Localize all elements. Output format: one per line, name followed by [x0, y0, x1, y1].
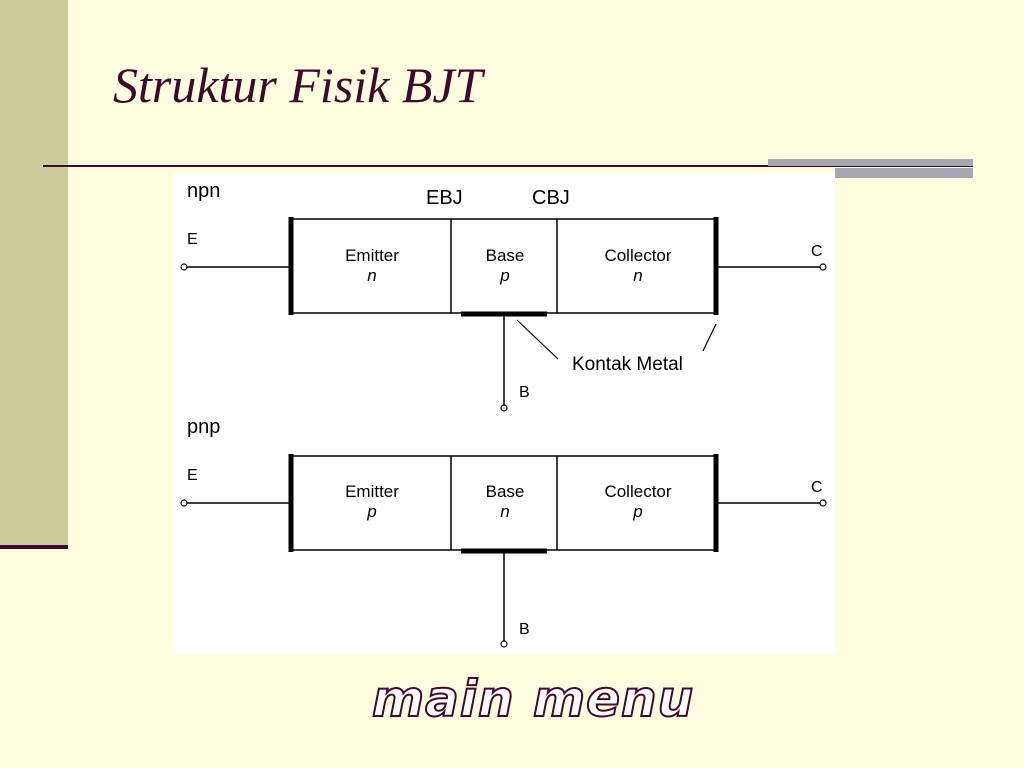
main-menu-link[interactable]: main menu — [371, 669, 695, 729]
pnp-base-terminal — [500, 640, 508, 648]
title-divider — [43, 165, 973, 167]
pnp-collector-terminal — [819, 499, 827, 507]
pnp-collector-type: p — [632, 502, 642, 521]
npn-emitter-label: Emitter — [345, 246, 399, 265]
pnp-emitter-type: p — [366, 502, 376, 521]
slide-title: Struktur Fisik BJT — [113, 57, 483, 113]
sidebar-underline — [0, 545, 68, 549]
npn-emitter-terminal — [180, 263, 188, 271]
npn-c-label: C — [811, 243, 823, 260]
npn-structure: npn EBJ CBJ Emitter n Base p Collector n… — [180, 180, 827, 412]
npn-e-label: E — [187, 231, 198, 248]
bjt-structure-diagram: npn EBJ CBJ Emitter n Base p Collector n… — [173, 174, 835, 654]
npn-collector-label: Collector — [604, 246, 671, 265]
bjt-diagram-svg: npn EBJ CBJ Emitter n Base p Collector n… — [180, 180, 827, 648]
divider-accent-bottom — [835, 168, 973, 178]
pnp-b-label: B — [519, 621, 530, 638]
metal-contact-pointer-base — [516, 319, 559, 360]
pnp-base-type: n — [500, 502, 509, 521]
cbj-label: CBJ — [532, 187, 570, 209]
npn-base-label: Base — [486, 246, 525, 265]
npn-base-type: p — [499, 266, 509, 285]
pnp-structure: pnp Emitter p Base n Collector p E C B — [180, 416, 827, 648]
npn-emitter-type: n — [367, 266, 376, 285]
npn-collector-type: n — [633, 266, 642, 285]
metal-contact-label: Kontak Metal — [572, 354, 683, 375]
pnp-label: pnp — [187, 416, 220, 438]
npn-label: npn — [187, 180, 220, 202]
npn-b-label: B — [519, 384, 530, 401]
divider-accent-top — [768, 159, 973, 166]
ebj-label: EBJ — [426, 187, 463, 209]
pnp-collector-label: Collector — [604, 482, 671, 501]
npn-base-terminal — [500, 404, 508, 412]
pnp-base-label: Base — [486, 482, 525, 501]
metal-contact-pointer-collector — [702, 323, 717, 352]
pnp-emitter-label: Emitter — [345, 482, 399, 501]
pnp-e-label: E — [187, 467, 198, 484]
npn-collector-terminal — [819, 263, 827, 271]
pnp-c-label: C — [811, 479, 823, 496]
pnp-emitter-terminal — [180, 499, 188, 507]
left-sidebar-band — [0, 0, 68, 545]
